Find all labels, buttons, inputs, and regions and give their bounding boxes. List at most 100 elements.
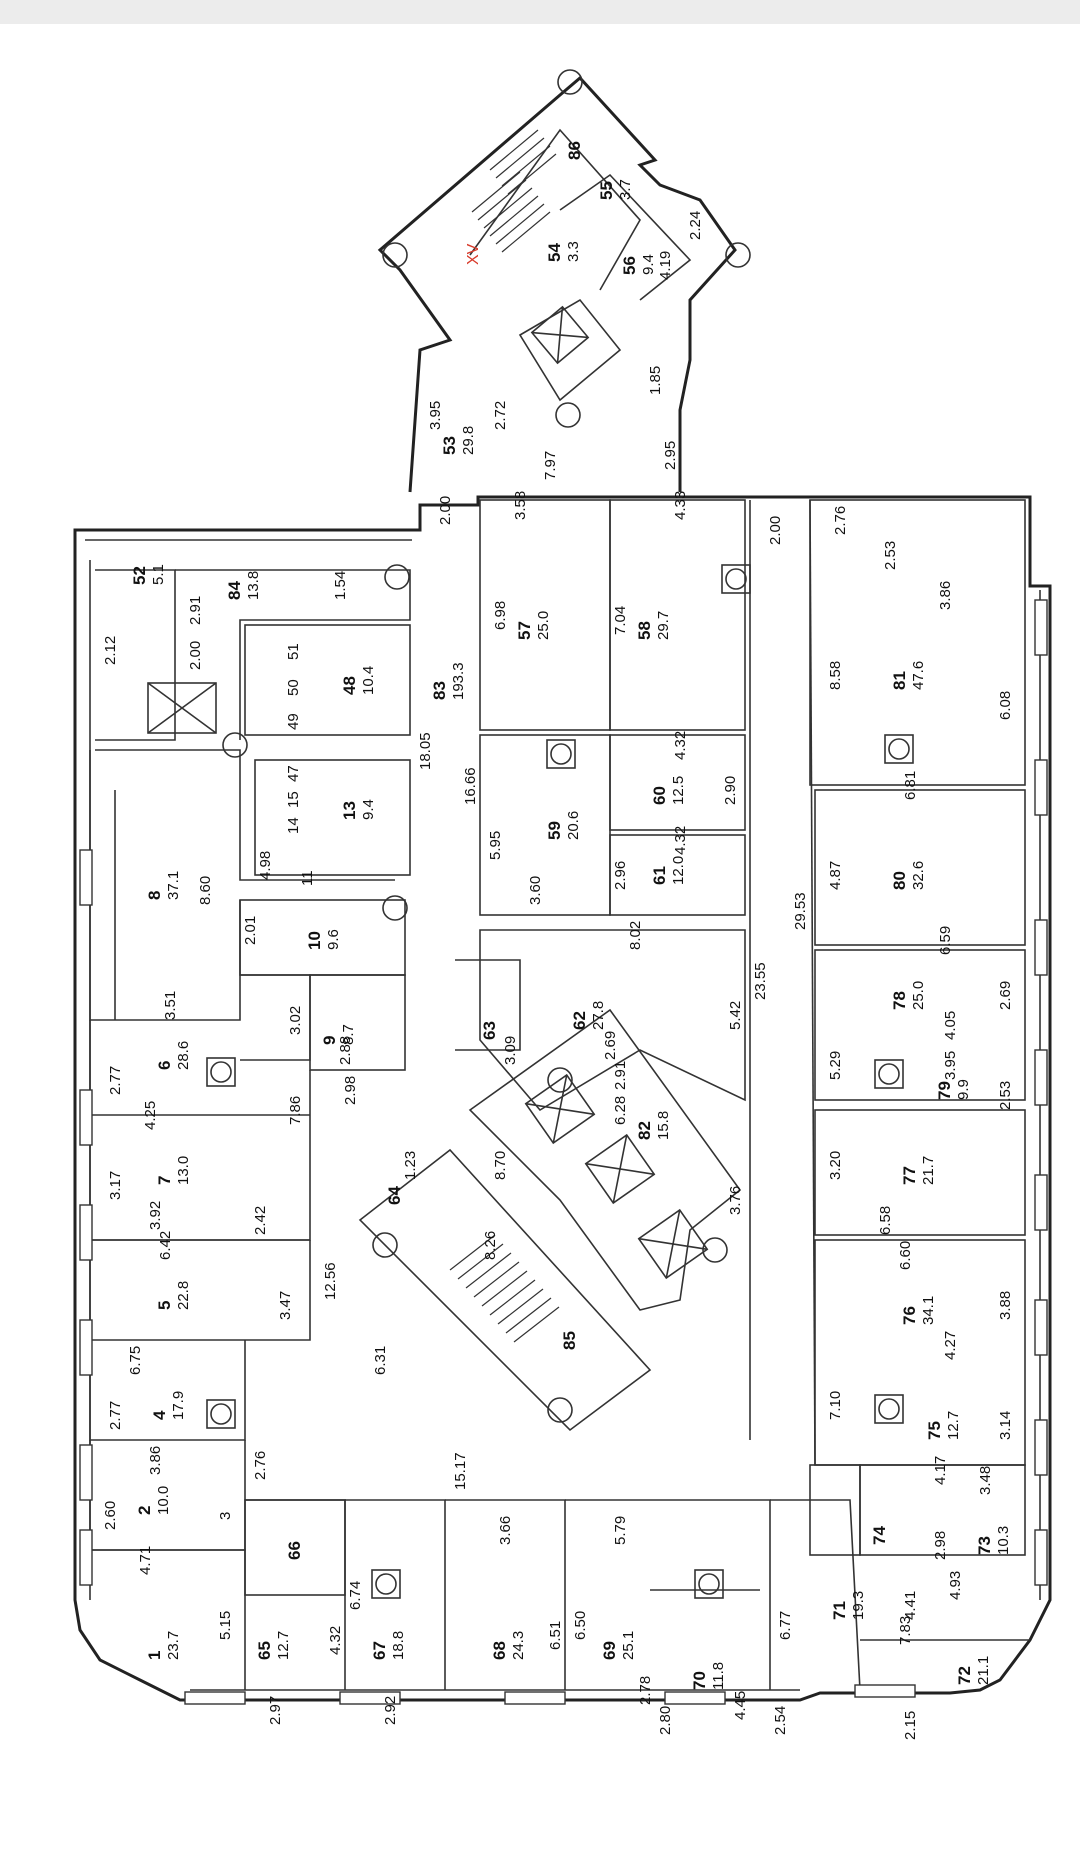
dim-4.45: 4.45	[732, 1691, 749, 1720]
svg-text:64: 64	[385, 1186, 404, 1205]
south-stair	[358, 1148, 652, 1432]
svg-text:63: 63	[480, 1021, 499, 1040]
svg-text:4: 4	[150, 1410, 169, 1420]
svg-text:24.3: 24.3	[510, 1631, 527, 1660]
dimension-labels: 2.24 4.19 1.85 3.95 2.72 7.97 2.95 2.00 …	[102, 211, 1014, 1740]
dim-2.98: 2.98	[342, 1076, 359, 1105]
dim-6.77: 6.77	[777, 1611, 794, 1640]
dim-2.42: 2.42	[252, 1206, 269, 1235]
svg-text:21.7: 21.7	[920, 1156, 937, 1185]
dim-5.29: 5.29	[827, 1051, 844, 1080]
dim-2.01: 2.01	[242, 916, 259, 945]
windows	[79, 599, 1048, 1705]
dim-18.05: 18.05	[417, 732, 434, 770]
dim-1.23: 1.23	[402, 1151, 419, 1180]
dim-6.74: 6.74	[347, 1581, 364, 1610]
svg-text:11: 11	[299, 870, 316, 886]
dim-2.78: 2.78	[637, 1676, 654, 1705]
room-86: 86	[565, 141, 584, 160]
svg-text:58: 58	[635, 621, 654, 640]
dim-3.51: 3.51	[162, 991, 179, 1020]
dim-2.77-a: 2.77	[107, 1066, 124, 1095]
svg-text:25.0: 25.0	[910, 981, 927, 1010]
dim-2.60: 2.60	[102, 1501, 119, 1530]
dim-3.48: 3.48	[977, 1466, 994, 1495]
svg-text:1: 1	[145, 1651, 164, 1660]
dim-8.58: 8.58	[827, 661, 844, 690]
svg-text:8: 8	[145, 891, 164, 900]
svg-text:15: 15	[285, 791, 302, 808]
dim-1.85: 1.85	[647, 366, 664, 395]
dim-7.04: 7.04	[612, 606, 629, 635]
svg-text:78: 78	[890, 991, 909, 1010]
svg-text:15.8: 15.8	[655, 1111, 672, 1140]
svg-text:74: 74	[870, 1526, 889, 1545]
dim-2.98-b: 2.98	[932, 1531, 949, 1560]
svg-text:60: 60	[650, 786, 669, 805]
svg-text:10: 10	[305, 931, 324, 950]
dim-23.55: 23.55	[752, 962, 769, 1000]
dim-6.08: 6.08	[997, 691, 1014, 720]
dim-4.05: 4.05	[942, 1011, 959, 1040]
svg-text:14: 14	[285, 817, 302, 834]
dim-4.17: 4.17	[932, 1456, 949, 1485]
svg-text:21.1: 21.1	[975, 1656, 992, 1685]
dim-5.15: 5.15	[217, 1611, 234, 1640]
vent-shafts	[147, 564, 914, 1599]
dim-6.31: 6.31	[372, 1346, 389, 1375]
svg-text:32.6: 32.6	[910, 861, 927, 890]
dim-3.86: 3.86	[147, 1446, 164, 1475]
svg-text:47.6: 47.6	[910, 661, 927, 690]
svg-text:59: 59	[545, 821, 564, 840]
svg-text:72: 72	[955, 1666, 974, 1685]
svg-text:77: 77	[900, 1166, 919, 1185]
svg-text:56: 56	[620, 256, 639, 275]
svg-text:70: 70	[690, 1671, 709, 1690]
svg-text:19.3: 19.3	[850, 1591, 867, 1620]
dim-6.75: 6.75	[127, 1346, 144, 1375]
dim-2.69-a: 2.69	[997, 981, 1014, 1010]
svg-text:17.9: 17.9	[170, 1391, 187, 1420]
dim-3.47: 3.47	[277, 1291, 294, 1320]
dim-3.92: 3.92	[147, 1201, 164, 1230]
dim-4.32-a: 4.32	[672, 731, 689, 760]
svg-text:48: 48	[340, 676, 359, 695]
dim-2.24: 2.24	[687, 211, 704, 240]
svg-text:54: 54	[545, 243, 564, 262]
svg-text:23.7: 23.7	[165, 1631, 182, 1660]
dim-6.28: 6.28	[612, 1096, 629, 1125]
dim-4.33: 4.33	[672, 491, 689, 520]
dim-3.66: 3.66	[497, 1516, 514, 1545]
dim-2.77-b: 2.77	[107, 1401, 124, 1430]
svg-text:20.6: 20.6	[565, 811, 582, 840]
svg-text:13.8: 13.8	[245, 571, 262, 600]
dim-2.53: 2.53	[882, 541, 899, 570]
svg-text:81: 81	[890, 671, 909, 690]
room-47: 47	[285, 765, 302, 782]
dim-2.15: 2.15	[902, 1711, 919, 1740]
north-stair-wing	[377, 69, 751, 493]
dim-4.25: 4.25	[142, 1101, 159, 1130]
dim-8.26: 8.26	[482, 1231, 499, 1260]
dim-6.81: 6.81	[902, 771, 919, 800]
svg-text:25.0: 25.0	[535, 611, 552, 640]
